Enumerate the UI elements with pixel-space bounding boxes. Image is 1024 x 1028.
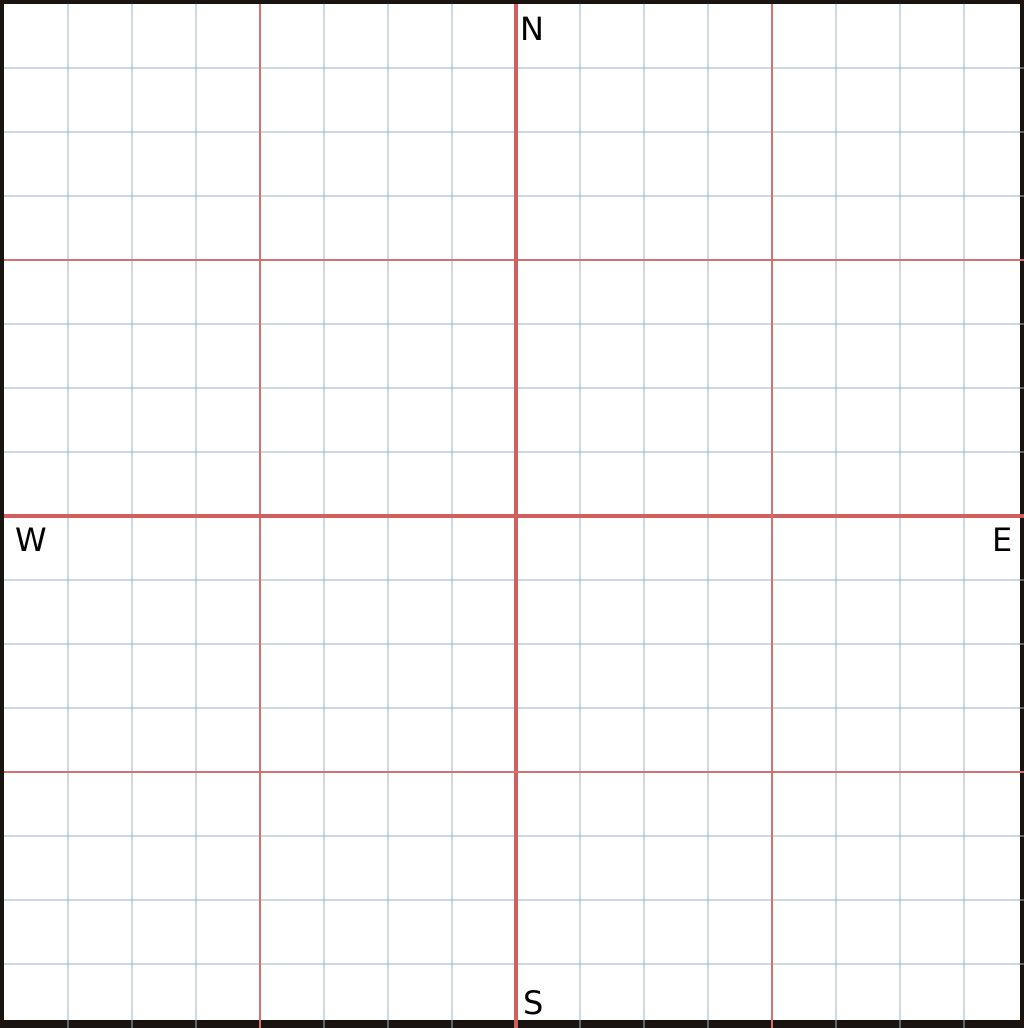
east-label: E: [992, 521, 1013, 559]
west-label: W: [15, 521, 47, 559]
coordinate-grid: [4, 4, 1024, 1028]
north-label: N: [520, 10, 544, 48]
south-label: S: [523, 984, 544, 1022]
